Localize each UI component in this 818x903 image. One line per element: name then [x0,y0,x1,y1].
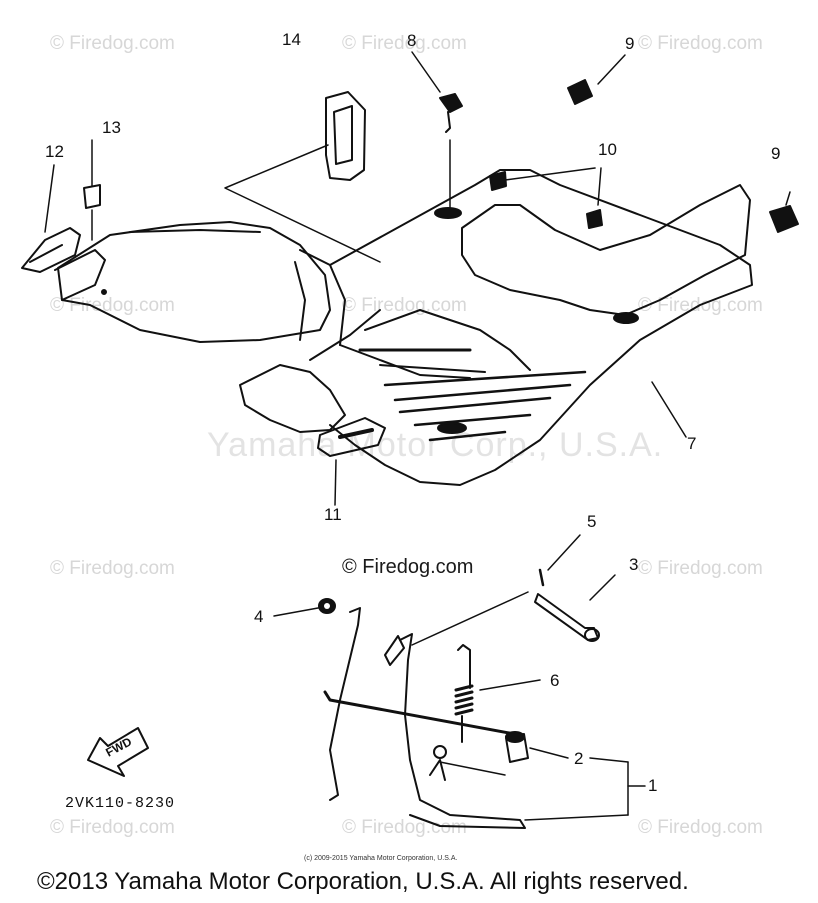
watermark: © Firedog.com [50,33,175,54]
callout-8: 8 [407,31,417,50]
watermark: © Firedog.com [638,33,763,54]
small-copyright: (c) 2009-2015 Yamaha Motor Corporation, … [304,855,458,862]
callout-12: 12 [45,142,64,161]
part-8-bolt [411,51,463,219]
watermark: © Firedog.com [50,295,175,316]
callout-11: 11 [324,505,342,524]
footrest-board [299,169,753,486]
callout-7: 7 [687,434,697,453]
firedog-credit: © Firedog.com [342,556,474,578]
watermark: © Firedog.com [638,558,763,579]
lower-front-cover [239,364,386,457]
callout-2: 2 [574,749,584,768]
callout-13: 13 [102,118,121,137]
watermark: © Firedog.com [50,817,175,838]
callout-14: 14 [282,30,301,49]
part-5-clip [411,534,581,646]
callout-6: 6 [550,671,560,690]
part-6-spring [454,644,541,743]
copyright-footer: ©2013 Yamaha Motor Corporation, U.S.A. A… [37,868,689,895]
part-2-bushing [439,731,569,776]
part-9-clip-right [769,191,799,233]
callout-9-top: 9 [625,34,635,53]
part-13-clip [83,139,101,241]
center-stand [323,607,526,829]
callout-1: 1 [648,776,658,795]
callout-3: 3 [629,555,639,574]
left-side-cover [21,221,331,343]
part-9-clip-top [567,54,626,105]
watermark: © Firedog.com [342,33,467,54]
part-10-nuts [489,167,603,229]
watermark: © Firedog.com [342,295,467,316]
faded-copyright-caption: Yamaha Motor Corp., U.S.A. [207,426,664,464]
fwd-arrow-icon [87,727,149,777]
watermark: © Firedog.com [638,817,763,838]
callout-5: 5 [587,512,597,531]
watermark: © Firedog.com [50,558,175,579]
diagram-code: 2VK110-8230 [65,795,176,812]
part-1-bracket [524,757,646,821]
callout-9-right: 9 [771,144,781,163]
callout-4: 4 [254,607,264,626]
watermark: © Firedog.com [342,817,467,838]
part-14-lid [224,91,381,263]
callout-10: 10 [598,140,617,159]
part-3-pin [534,574,616,642]
part-4-washer [273,598,336,617]
